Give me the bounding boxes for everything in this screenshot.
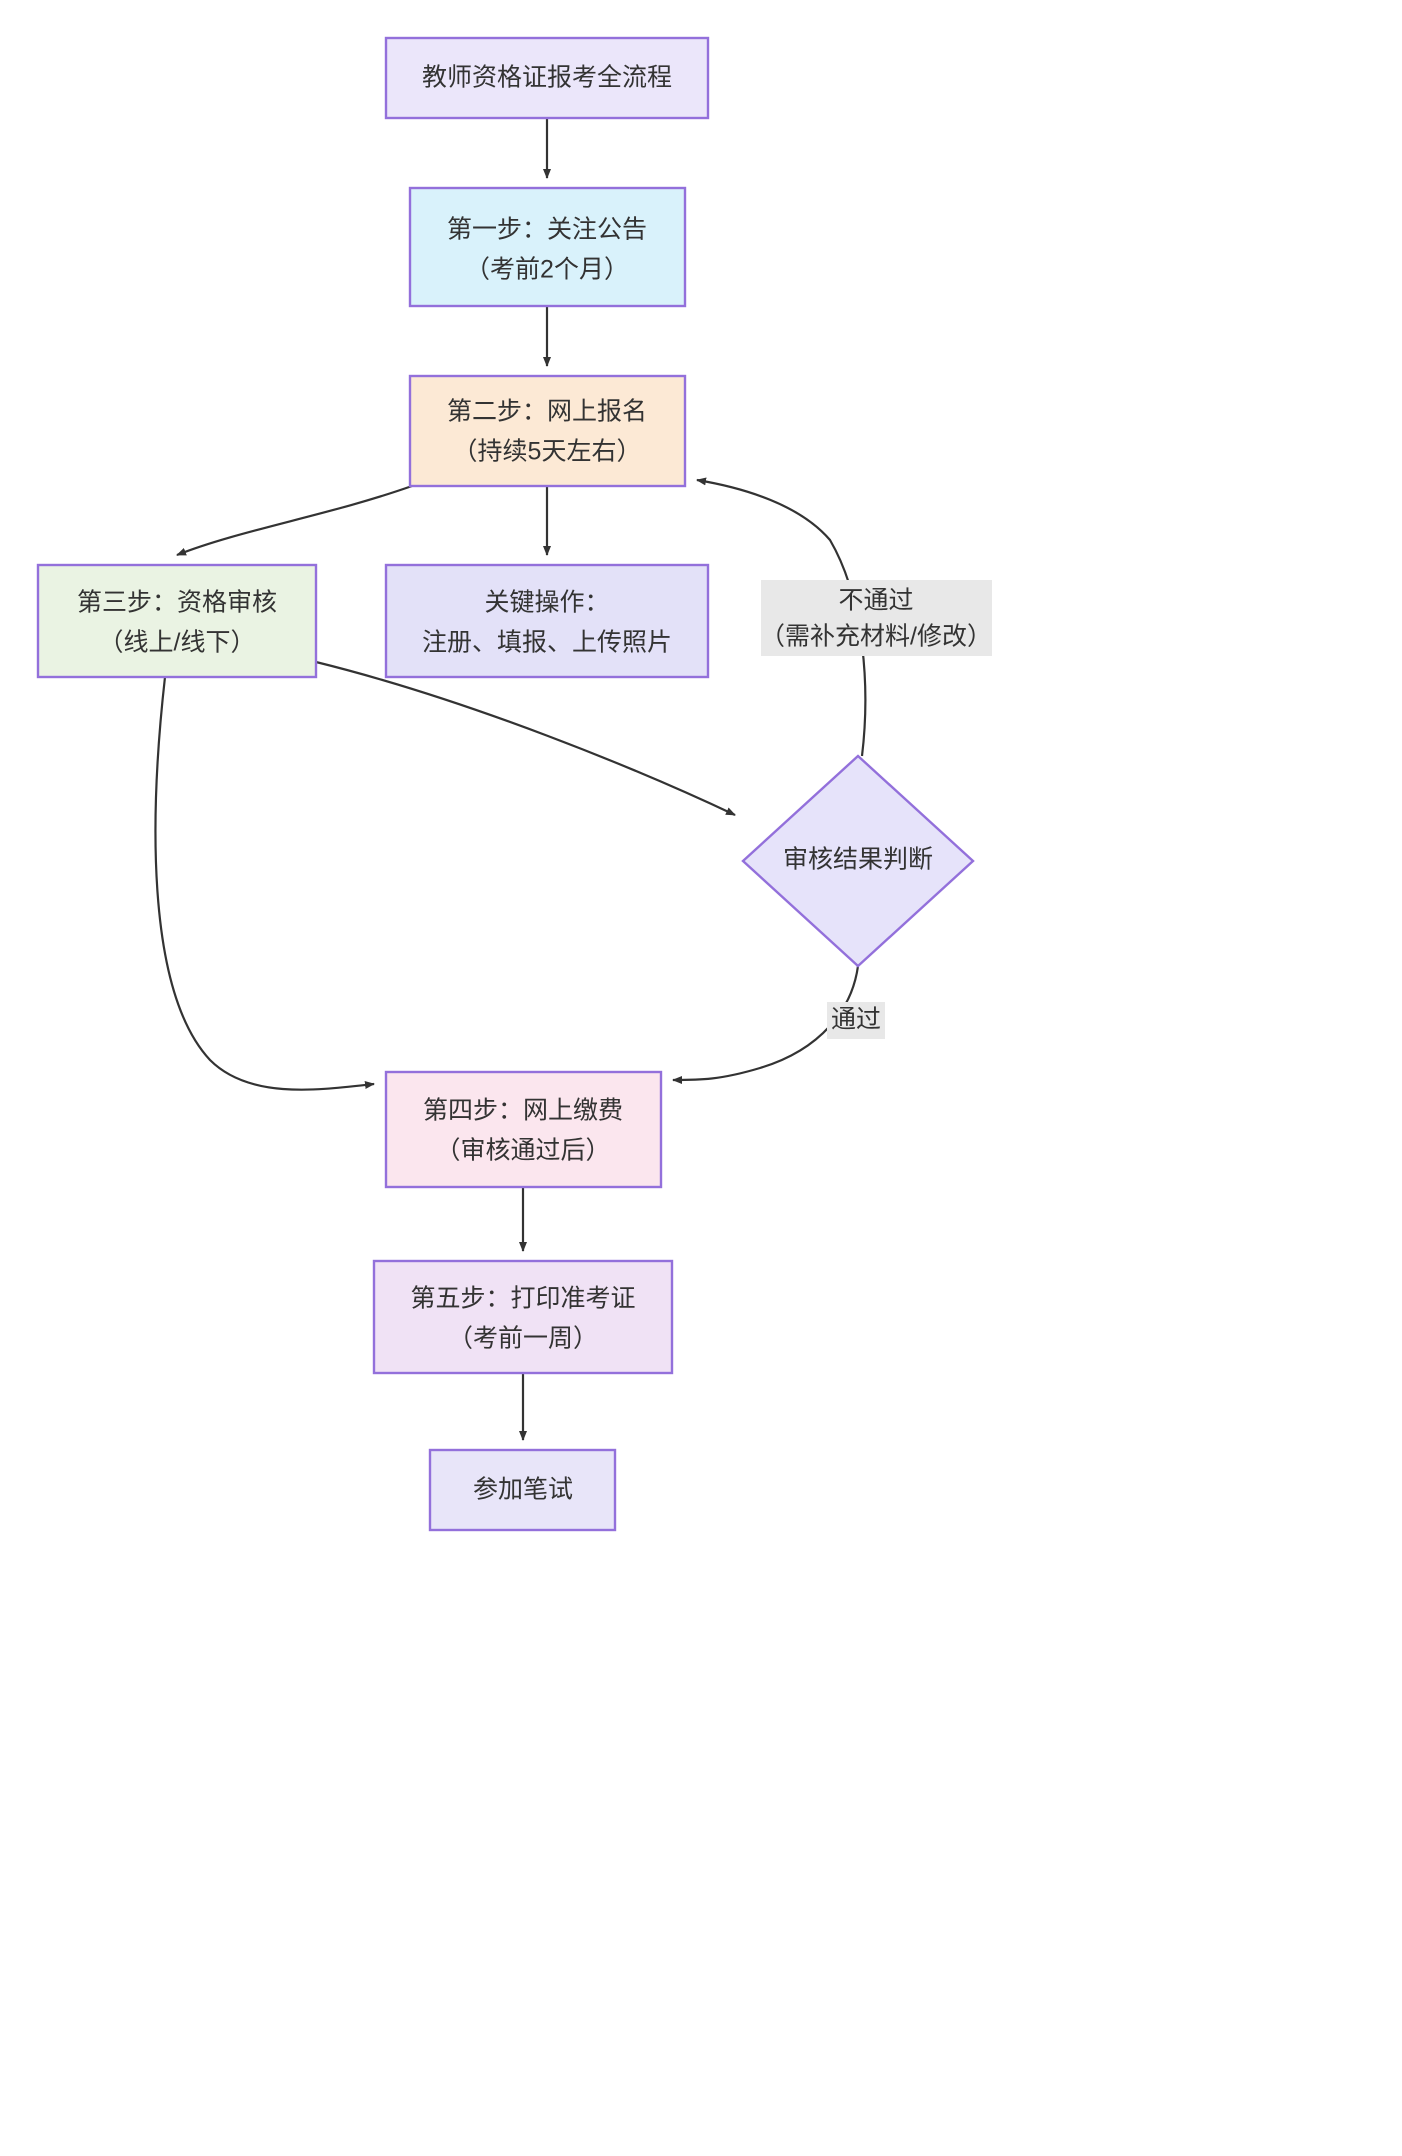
node-step5-shape xyxy=(372,1259,674,1375)
node-start-shape xyxy=(384,36,710,120)
node-step4-shape xyxy=(384,1070,663,1189)
node-step4-label-line2: （审核通过后） xyxy=(435,1137,610,1165)
node-step3-label-line2: （线上/线下） xyxy=(99,629,256,657)
edge-label-fail: 不通过 （需补充材料/修改） xyxy=(760,580,992,656)
node-step4[interactable]: 第四步：网上缴费 （审核通过后） xyxy=(384,1070,663,1189)
node-start-label-line1: 教师资格证报考全流程 xyxy=(422,64,672,92)
edge-decision-to-step2-fail xyxy=(696,477,867,757)
node-step2-shape xyxy=(408,374,687,488)
node-key-operations[interactable]: 关键操作： 注册、填报、上传照片 xyxy=(384,563,710,679)
edge-label-fail-line2: （需补充材料/修改） xyxy=(760,623,992,651)
node-exam[interactable]: 参加笔试 xyxy=(428,1448,617,1532)
node-key-operations-label-line1: 关键操作： xyxy=(484,589,609,617)
node-step2[interactable]: 第二步：网上报名 （持续5天左右） xyxy=(408,374,687,488)
node-step3-label-line1: 第三步：资格审核 xyxy=(77,589,277,617)
edges-layer xyxy=(154,118,867,1441)
node-step2-label-line1: 第二步：网上报名 xyxy=(447,398,647,426)
node-step1-shape xyxy=(408,186,687,308)
node-step5[interactable]: 第五步：打印准考证 （考前一周） xyxy=(372,1259,674,1375)
node-key-operations-shape xyxy=(384,563,710,679)
edge-label-fail-bg xyxy=(761,580,992,656)
edge-label-pass-bg xyxy=(827,1002,885,1039)
node-decision-diamond-shape xyxy=(741,754,975,968)
node-step1-label-line2: （考前2个月） xyxy=(465,256,629,284)
node-exam-shape xyxy=(428,1448,617,1532)
node-key-operations-label-line2: 注册、填报、上传照片 xyxy=(422,629,672,657)
edge-step3-to-step4 xyxy=(154,676,375,1091)
node-decision-review-result[interactable]: 审核结果判断 xyxy=(741,754,975,968)
node-step3[interactable]: 第三步：资格审核 （线上/线下） xyxy=(36,563,318,679)
node-step2-label-line2: （持续5天左右） xyxy=(453,438,642,466)
node-step5-label-line2: （考前一周） xyxy=(448,1325,598,1353)
node-step5-label-line1: 第五步：打印准考证 xyxy=(410,1285,635,1313)
node-step1-label-line1: 第一步：关注公告 xyxy=(447,216,647,244)
node-step1[interactable]: 第一步：关注公告 （考前2个月） xyxy=(408,186,687,308)
node-decision-label-line1: 审核结果判断 xyxy=(783,846,933,874)
node-step3-shape xyxy=(36,563,318,679)
edge-label-pass-line1: 通过 xyxy=(831,1006,881,1034)
edge-step2-to-step3 xyxy=(176,484,413,557)
edge-label-fail-line1: 不通过 xyxy=(838,587,913,615)
edge-decision-to-step4-pass xyxy=(672,965,860,1084)
edge-label-pass: 通过 xyxy=(827,1002,885,1039)
node-exam-label-line1: 参加笔试 xyxy=(473,1476,573,1504)
edge-step3-to-decision xyxy=(315,660,736,816)
node-start[interactable]: 教师资格证报考全流程 xyxy=(384,36,710,120)
node-step4-label-line1: 第四步：网上缴费 xyxy=(423,1097,623,1125)
